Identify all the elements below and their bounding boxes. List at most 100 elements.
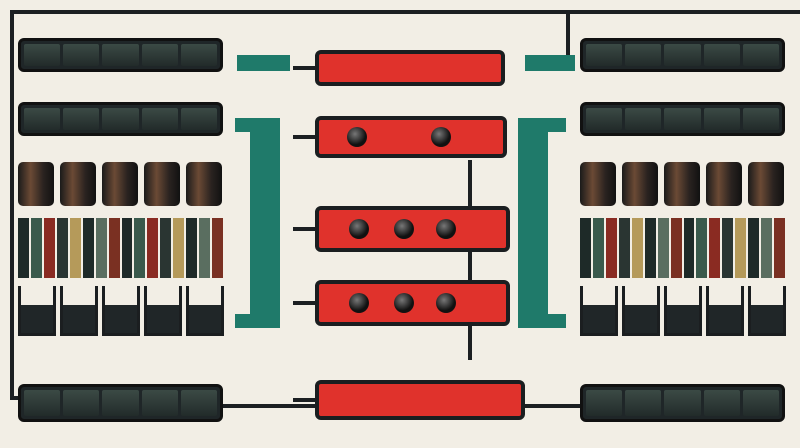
cell-stripe xyxy=(43,218,55,278)
battery-cell xyxy=(742,390,780,416)
battery-cell xyxy=(63,44,100,66)
cell-stripe xyxy=(69,218,81,278)
cell-stripe xyxy=(82,218,94,278)
cell-stripe xyxy=(147,218,159,278)
bracket-left-bottom xyxy=(235,314,280,328)
cell-stripe xyxy=(108,218,120,278)
center-vertical-wire xyxy=(468,160,472,360)
battery-cell xyxy=(180,44,218,66)
knob-terminal xyxy=(436,293,456,313)
right-battery-pack-top xyxy=(580,38,785,72)
cell-stripe xyxy=(30,218,42,278)
cell-stripe xyxy=(657,218,669,278)
battery-cell xyxy=(703,108,740,130)
battery-cell xyxy=(586,44,623,66)
bottom-right-wire xyxy=(520,404,582,408)
battery-cell xyxy=(180,390,218,416)
knob-terminal xyxy=(431,127,451,147)
cell-stripe xyxy=(631,218,643,278)
battery-cell xyxy=(625,44,662,66)
left-cylinder-cell xyxy=(60,162,96,206)
cell-stripe xyxy=(173,218,185,278)
connector-top-right xyxy=(525,55,575,71)
right-cell-holder xyxy=(748,286,786,336)
connector-top-left xyxy=(237,55,290,71)
module-lead-wire xyxy=(293,301,315,305)
cell-stripe xyxy=(735,218,747,278)
right-striped-cell-row xyxy=(580,218,785,278)
battery-cell xyxy=(625,390,662,416)
battery-cell xyxy=(742,108,780,130)
battery-cell xyxy=(703,44,740,66)
cell-stripe xyxy=(160,218,172,278)
bracket-right-bottom xyxy=(518,314,566,328)
battery-cell xyxy=(63,390,100,416)
battery-cell xyxy=(703,390,740,416)
left-cylinder-cell xyxy=(144,162,180,206)
red-module-top xyxy=(315,50,505,86)
right-cell-holder xyxy=(622,286,660,336)
battery-cell xyxy=(664,390,701,416)
battery-cell xyxy=(180,108,218,130)
cell-stripe xyxy=(618,218,630,278)
red-module-bottom xyxy=(315,380,525,420)
right-cell-holder xyxy=(706,286,744,336)
knob-terminal xyxy=(436,219,456,239)
cell-stripe xyxy=(580,218,591,278)
left-battery-pack-bottom xyxy=(18,384,223,422)
left-cylinder-cell xyxy=(186,162,222,206)
cell-stripe xyxy=(644,218,656,278)
left-striped-cell-row xyxy=(18,218,223,278)
frame-top-wire xyxy=(10,10,800,14)
battery-cell xyxy=(24,390,61,416)
battery-cell xyxy=(63,108,100,130)
cell-stripe xyxy=(670,218,682,278)
battery-cell xyxy=(102,108,139,130)
knob-terminal xyxy=(347,127,367,147)
knob-terminal xyxy=(349,219,369,239)
battery-cell xyxy=(141,108,178,130)
knob-terminal xyxy=(394,293,414,313)
knob-terminal xyxy=(349,293,369,313)
frame-left-wire xyxy=(10,10,14,400)
cell-stripe xyxy=(748,218,760,278)
module-lead-wire xyxy=(293,66,315,70)
red-module-3-knob-b xyxy=(315,280,510,326)
right-cylinder-cell xyxy=(748,162,784,206)
cell-stripe xyxy=(121,218,133,278)
red-module-3-knob-a xyxy=(315,206,510,252)
cell-stripe xyxy=(774,218,785,278)
cell-stripe xyxy=(56,218,68,278)
cell-stripe xyxy=(212,218,223,278)
battery-cell xyxy=(664,108,701,130)
right-cylinder-cell xyxy=(580,162,616,206)
right-cylinder-cell xyxy=(622,162,658,206)
battery-cell xyxy=(24,44,61,66)
bottom-left-wire xyxy=(222,404,317,408)
battery-cell xyxy=(586,390,623,416)
battery-cell xyxy=(102,44,139,66)
red-module-2-knob xyxy=(315,116,507,158)
right-battery-pack-upper xyxy=(580,102,785,136)
bracket-right-top xyxy=(518,118,566,132)
left-cell-holder xyxy=(144,286,182,336)
cell-stripe xyxy=(95,218,107,278)
module-lead-wire xyxy=(293,398,315,402)
left-battery-pack-upper xyxy=(18,102,223,136)
cell-stripe xyxy=(134,218,146,278)
left-cylinder-cell xyxy=(102,162,138,206)
left-cell-holder xyxy=(186,286,224,336)
cell-stripe xyxy=(696,218,708,278)
left-cell-holder xyxy=(102,286,140,336)
right-frame-wire xyxy=(566,14,570,64)
battery-cell xyxy=(102,390,139,416)
cell-stripe xyxy=(683,218,695,278)
left-cylinder-cell xyxy=(18,162,54,206)
battery-cell xyxy=(141,44,178,66)
battery-cell xyxy=(586,108,623,130)
cell-stripe xyxy=(592,218,604,278)
cell-stripe xyxy=(761,218,773,278)
bracket-left-vertical xyxy=(250,118,280,328)
right-cylinder-cell xyxy=(664,162,700,206)
cell-stripe xyxy=(722,218,734,278)
